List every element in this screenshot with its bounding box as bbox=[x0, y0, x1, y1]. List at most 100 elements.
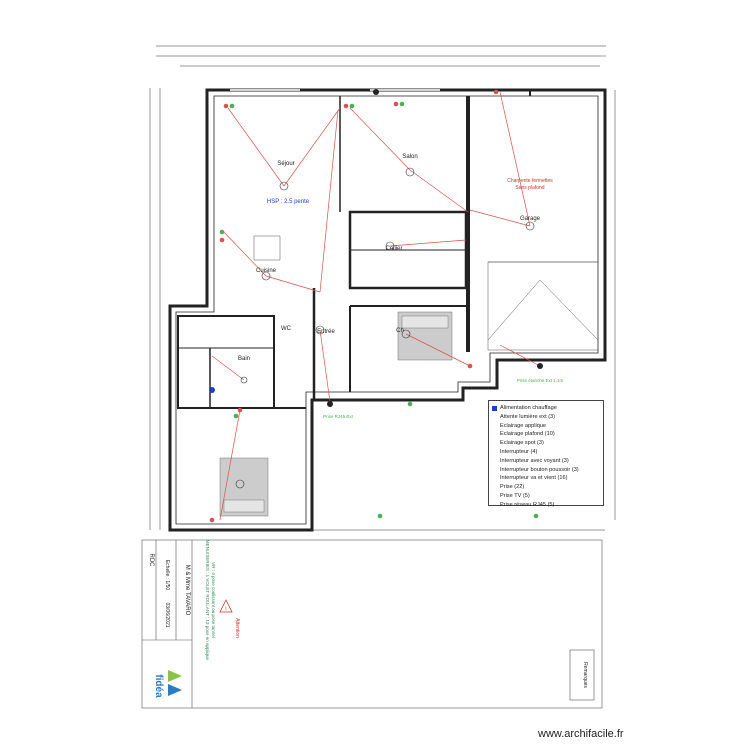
switch-icon bbox=[467, 363, 473, 369]
fidea-logo-icon: fidéa bbox=[153, 670, 182, 698]
furniture bbox=[219, 235, 453, 517]
switch-icon bbox=[223, 103, 229, 109]
title-note-2: VR : 4 pose coulissant ou pose tunnel bbox=[211, 562, 216, 638]
ceiling-light-icon bbox=[279, 181, 289, 191]
ceiling-light-icon bbox=[405, 167, 415, 177]
legend-marker-icon bbox=[492, 405, 497, 411]
legend-label: Interrupteur bouton poussoir (3) bbox=[500, 466, 579, 473]
legend-label: Alimentation chauffage bbox=[500, 405, 557, 411]
electrical-wires bbox=[211, 91, 541, 521]
legend-item: Prise TV (5) bbox=[492, 492, 600, 501]
legend-marker-icon bbox=[492, 476, 497, 481]
room-label-cellier: Cellier bbox=[385, 246, 402, 252]
switch-icon bbox=[219, 237, 225, 243]
legend-marker-icon bbox=[492, 441, 497, 446]
outlet-icon bbox=[233, 413, 239, 419]
legend-item: Interrupteur bouton poussoir (3) bbox=[492, 466, 600, 475]
room-label-wc: WC bbox=[281, 326, 292, 332]
title-block bbox=[141, 539, 603, 709]
light-fixtures bbox=[235, 167, 535, 489]
legend-marker-icon bbox=[492, 432, 497, 437]
annotation-rj45: Prise RJ45 Ext bbox=[323, 414, 354, 419]
legend-label: Interrupteur (4) bbox=[500, 448, 538, 455]
warning-icon: ! bbox=[219, 599, 233, 613]
legend-label: Interrupteur va et vient (16) bbox=[500, 475, 568, 482]
legend-item: Interrupteur va et vient (16) bbox=[492, 474, 600, 483]
junction-icon bbox=[373, 89, 379, 95]
ceiling-light-icon bbox=[261, 271, 271, 281]
room-label-sejour: Séjour bbox=[277, 161, 294, 167]
legend-marker-icon bbox=[492, 494, 497, 499]
legend-label: Eclairage spot (3) bbox=[500, 440, 544, 447]
room-label-entree: Entrée bbox=[317, 329, 335, 335]
room-hsp: HSP : 2.5 pente bbox=[267, 199, 310, 205]
title-project: RDC bbox=[148, 554, 154, 568]
kitchen-island bbox=[253, 235, 281, 261]
room-label-cuisine: Cuisine bbox=[256, 268, 277, 274]
legend-marker-icon bbox=[492, 467, 497, 472]
outlet-icon bbox=[349, 103, 355, 109]
room-label-salon: Salon bbox=[402, 154, 417, 160]
legend-item: Interrupteur avec voyant (3) bbox=[492, 457, 600, 466]
legend-label: Prise TV (5) bbox=[500, 492, 530, 499]
ceiling-light-icon bbox=[385, 241, 395, 251]
walls bbox=[168, 88, 607, 532]
legend-label: Attente lumière ext (3) bbox=[500, 413, 556, 420]
legend-marker-icon bbox=[492, 459, 497, 464]
room-note-charpente: Charpente fermettes bbox=[507, 178, 553, 184]
switch-icon bbox=[493, 89, 499, 95]
pillow-2 bbox=[223, 499, 265, 513]
legend-label: Interrupteur avec voyant (3) bbox=[500, 457, 569, 464]
legend-item: Attente lumière ext (3) bbox=[492, 413, 600, 422]
title-date: 03/06/2021 bbox=[164, 602, 170, 627]
logo-brand: fidéa bbox=[153, 674, 164, 698]
annotations: Prise étanche Ext 1.1m Prise RJ45 Ext bbox=[323, 378, 563, 419]
annotation-garage-out: Prise étanche Ext 1.1m bbox=[517, 378, 564, 383]
outlet-icon bbox=[219, 229, 225, 235]
legend-item: Eclairage applique bbox=[492, 422, 600, 431]
outlet-icon bbox=[377, 513, 383, 519]
pillow-1 bbox=[401, 315, 449, 329]
heating-supply-icon bbox=[209, 387, 215, 393]
legend-item: Eclairage plafond (10) bbox=[492, 430, 600, 439]
room-label-ch: Ch bbox=[396, 328, 404, 334]
title-client: M & Mme TAVARO bbox=[184, 565, 190, 616]
room-note-plafond: Sans plafond bbox=[515, 185, 544, 191]
legend-item: Interrupteur (4) bbox=[492, 448, 600, 457]
switch-icon bbox=[343, 103, 349, 109]
ceiling-light-icon bbox=[401, 329, 411, 339]
legend-label: Eclairage plafond (10) bbox=[500, 431, 555, 438]
legend-item: Prise (22) bbox=[492, 483, 600, 492]
garage-door bbox=[487, 261, 599, 351]
legend-label: Prise réseau RJ45 (5) bbox=[500, 501, 555, 508]
legend-marker-icon bbox=[492, 423, 497, 428]
title-remarks: Remarques bbox=[582, 662, 588, 688]
legend-marker-icon bbox=[492, 503, 497, 508]
ceiling-light-icon bbox=[240, 376, 248, 384]
room-label-garage: Garage bbox=[520, 216, 541, 222]
legend-marker-icon bbox=[492, 485, 497, 490]
switch-icon bbox=[209, 517, 215, 523]
title-warning: Attention bbox=[234, 618, 240, 638]
legend-item: Alimentation chauffage bbox=[492, 404, 600, 413]
outlet-icon bbox=[407, 401, 413, 407]
legend-label: Prise (22) bbox=[500, 484, 525, 491]
svg-text:!: ! bbox=[225, 607, 227, 613]
legend-label: Eclairage applique bbox=[500, 422, 547, 429]
legend-item: Eclairage spot (3) bbox=[492, 439, 600, 448]
junction-icon bbox=[327, 401, 333, 407]
ceiling-light-icon bbox=[315, 325, 325, 335]
outlets bbox=[209, 89, 543, 523]
switch-icon bbox=[237, 407, 243, 413]
room-labels: Séjour HSP : 2.5 pente Salon Garage Char… bbox=[238, 154, 553, 362]
outlet-icon bbox=[533, 513, 539, 519]
legend-marker-icon bbox=[492, 415, 497, 420]
outlet-icon bbox=[399, 101, 405, 107]
room-label-bain: Bain bbox=[238, 356, 250, 362]
switch-icon bbox=[393, 101, 399, 107]
outlet-icon bbox=[229, 103, 235, 109]
legend-marker-icon bbox=[492, 450, 497, 455]
legend-item: Prise réseau RJ45 (5) bbox=[492, 501, 600, 510]
